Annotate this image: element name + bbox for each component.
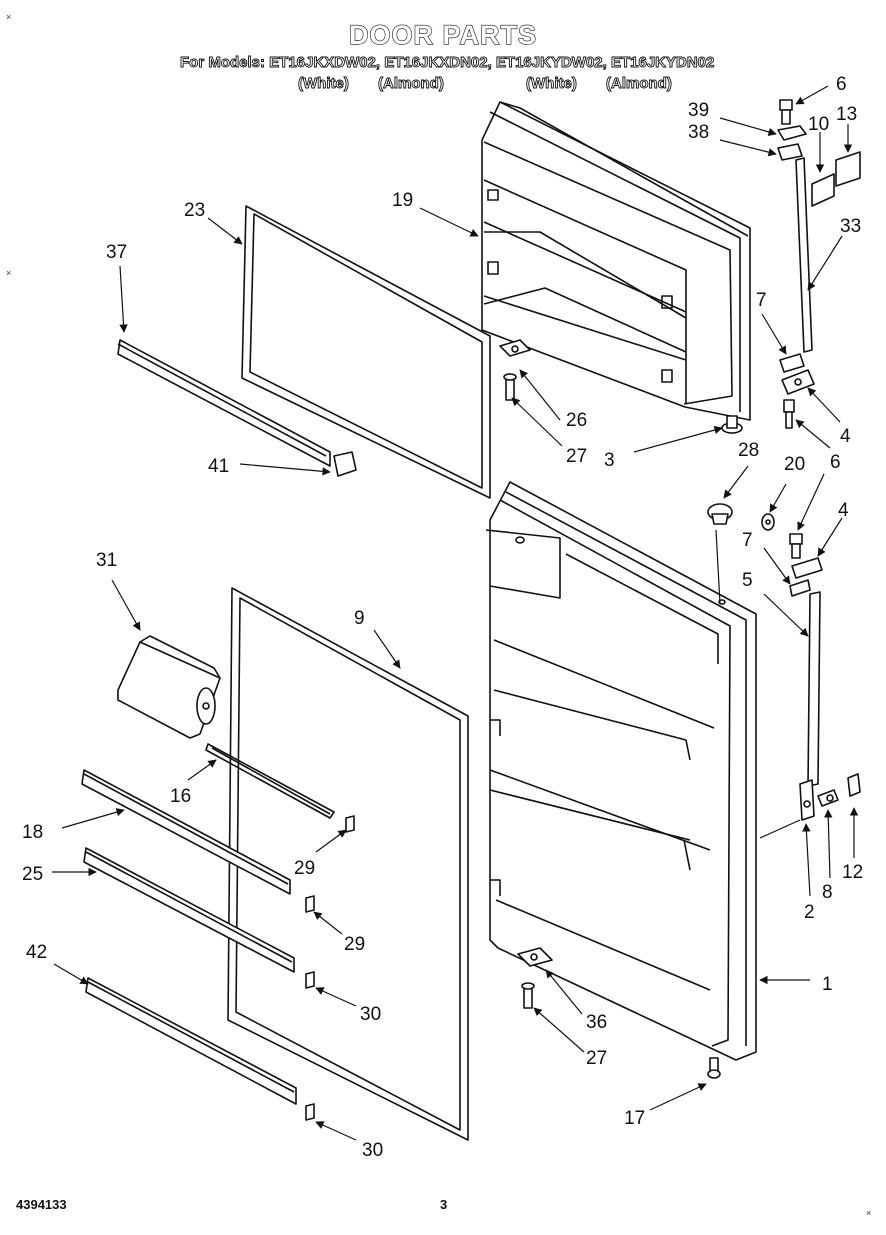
rail-end-cap-lower bbox=[305, 971, 315, 989]
fresh-food-door-gasket bbox=[227, 587, 469, 1141]
callout-29-lower: 29 bbox=[344, 934, 365, 955]
callout-17: 17 bbox=[624, 1108, 645, 1129]
freezer-door-gasket bbox=[241, 205, 491, 499]
lower-center-hinge-screw bbox=[789, 533, 803, 559]
callout-4-lower: 4 bbox=[838, 500, 849, 521]
door-hole-plug bbox=[707, 503, 733, 525]
callout-31: 31 bbox=[96, 550, 117, 571]
document-number: 4394133 bbox=[16, 1197, 67, 1212]
upper-door-shelf-rail bbox=[81, 769, 291, 895]
rail-end-cap-middle bbox=[305, 895, 315, 913]
corner-mark-top-left: × bbox=[6, 12, 12, 22]
center-hinge-screw bbox=[783, 399, 795, 429]
callout-27-lower: 27 bbox=[586, 1048, 607, 1069]
rail-end-clip bbox=[333, 451, 357, 477]
callout-7-lower: 7 bbox=[742, 530, 753, 551]
callout-2: 2 bbox=[804, 902, 815, 923]
callout-36: 36 bbox=[586, 1012, 607, 1033]
callout-1: 1 bbox=[822, 974, 833, 995]
callout-8: 8 bbox=[822, 882, 833, 903]
callout-7-upper: 7 bbox=[756, 290, 767, 311]
freezer-handle-trim bbox=[795, 157, 813, 353]
callout-23: 23 bbox=[184, 200, 205, 221]
lower-center-hinge-bracket bbox=[791, 557, 823, 579]
bottom-hinge bbox=[799, 779, 815, 821]
top-hinge-cap bbox=[777, 125, 807, 141]
fresh-food-handle-trim bbox=[807, 591, 821, 787]
callout-41: 41 bbox=[208, 456, 229, 477]
hinge-cover-plate bbox=[811, 173, 835, 207]
lower-door-shelf-rail bbox=[85, 977, 297, 1105]
callout-30-lower: 30 bbox=[362, 1140, 383, 1161]
callout-19: 19 bbox=[392, 190, 413, 211]
freezer-hinge-bushing bbox=[721, 415, 743, 434]
callout-10: 10 bbox=[808, 114, 829, 135]
center-hinge-spacer bbox=[779, 353, 805, 373]
callout-16: 16 bbox=[170, 786, 191, 807]
freezer-stop-screw bbox=[503, 373, 517, 401]
leader-lines bbox=[52, 85, 859, 1141]
freezer-door-stop bbox=[499, 339, 531, 357]
callout-3: 3 bbox=[604, 450, 615, 471]
callout-29-upper: 29 bbox=[294, 858, 315, 879]
page-number: 3 bbox=[440, 1197, 448, 1212]
callout-39: 39 bbox=[688, 100, 709, 121]
rail-end-cap-upper bbox=[345, 815, 355, 833]
hinge-cover-label bbox=[835, 151, 861, 187]
fresh-food-door-stop bbox=[517, 947, 553, 967]
door-bottom-screw bbox=[707, 1057, 721, 1079]
color-label-white-2: (White) bbox=[526, 75, 578, 93]
freezer-door-liner bbox=[481, 101, 751, 421]
callout-13: 13 bbox=[836, 104, 857, 125]
callout-25: 25 bbox=[22, 864, 43, 885]
callout-18: 18 bbox=[22, 822, 43, 843]
color-label-white-1: (White) bbox=[298, 75, 350, 93]
center-hinge-bracket bbox=[781, 369, 815, 395]
hinge-nut bbox=[761, 513, 775, 531]
callout-6-upper: 6 bbox=[836, 74, 847, 95]
callout-4-upper: 4 bbox=[840, 426, 851, 447]
callout-30-upper: 30 bbox=[360, 1004, 381, 1025]
bottom-hinge-cover bbox=[847, 773, 861, 797]
middle-door-shelf-rail bbox=[83, 847, 295, 973]
color-label-almond-2: (Almond) bbox=[606, 75, 673, 93]
callout-26: 26 bbox=[566, 410, 587, 431]
fresh-food-stop-screw bbox=[521, 982, 535, 1009]
bottom-hinge-pin bbox=[817, 789, 839, 807]
rail-end-cap-bottom bbox=[305, 1103, 315, 1121]
fresh-food-door-liner bbox=[485, 481, 757, 1061]
lower-center-hinge-spacer bbox=[789, 579, 811, 597]
callout-37: 37 bbox=[106, 242, 127, 263]
callout-20: 20 bbox=[784, 454, 805, 475]
corner-mark-left: × bbox=[6, 268, 12, 278]
dairy-shelf-rail bbox=[205, 743, 335, 819]
callout-38: 38 bbox=[688, 122, 709, 143]
callout-12: 12 bbox=[842, 862, 863, 883]
callout-33: 33 bbox=[840, 216, 861, 237]
freezer-door-rail bbox=[117, 339, 331, 467]
callout-9: 9 bbox=[354, 608, 365, 629]
callout-28: 28 bbox=[738, 440, 759, 461]
models-line: For Models: ET16JKXDW02, ET16JKXDN02, ET… bbox=[180, 54, 715, 72]
callout-5: 5 bbox=[742, 570, 753, 591]
dairy-compartment-door bbox=[117, 635, 221, 739]
callout-27-upper: 27 bbox=[566, 446, 587, 467]
callout-6-lower: 6 bbox=[830, 452, 841, 473]
callout-numbers: 1 2 3 4 4 5 6 6 7 7 8 9 10 12 13 16 17 1… bbox=[22, 74, 863, 1161]
top-hinge-screw bbox=[779, 99, 793, 125]
color-label-almond-1: (Almond) bbox=[378, 75, 445, 93]
top-hinge-spacer bbox=[777, 143, 803, 161]
callout-42: 42 bbox=[26, 942, 47, 963]
corner-mark-bottom-right: × bbox=[866, 1208, 872, 1218]
page-title: DOOR PARTS bbox=[348, 19, 537, 50]
